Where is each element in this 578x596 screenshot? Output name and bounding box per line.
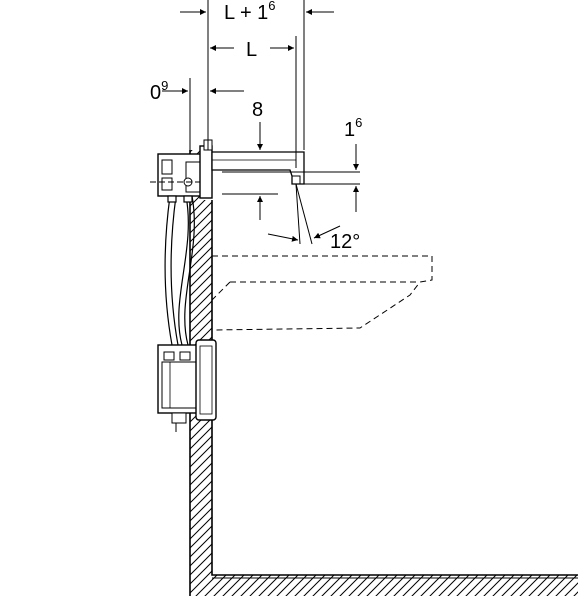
spout bbox=[211, 151, 305, 185]
svg-text:09: 09 bbox=[150, 78, 168, 104]
svg-text:L + 16: L + 16 bbox=[224, 0, 276, 24]
extension-lines bbox=[189, 0, 360, 245]
dim-angle-label: 12° bbox=[330, 231, 360, 253]
dim-outlet-height: 16 bbox=[344, 115, 362, 212]
dim-wall-offset: 09 bbox=[150, 78, 244, 104]
dim-angle: 12° bbox=[267, 225, 360, 253]
dim-wall-offset-label: 0 bbox=[150, 82, 161, 104]
dim-wall-offset-sup: 9 bbox=[161, 78, 168, 93]
dim-total-length-sup: 6 bbox=[268, 0, 275, 13]
dim-length-label: L bbox=[246, 39, 257, 61]
wall bbox=[189, 150, 578, 596]
svg-text:16: 16 bbox=[344, 115, 362, 141]
dim-outlet-height-sup: 6 bbox=[355, 115, 362, 130]
control-box bbox=[157, 339, 217, 432]
dim-spout-height: 8 bbox=[252, 99, 263, 220]
hoses bbox=[164, 195, 195, 346]
dim-outlet-height-label: 1 bbox=[344, 119, 355, 141]
basin-outline bbox=[211, 255, 433, 331]
dim-total-length: L + 16 bbox=[180, 0, 334, 24]
dim-total-length-label: L + 1 bbox=[224, 2, 268, 24]
dim-spout-height-label: 8 bbox=[252, 99, 263, 121]
top-mounting-box bbox=[150, 139, 213, 199]
dim-length: L bbox=[210, 39, 294, 61]
